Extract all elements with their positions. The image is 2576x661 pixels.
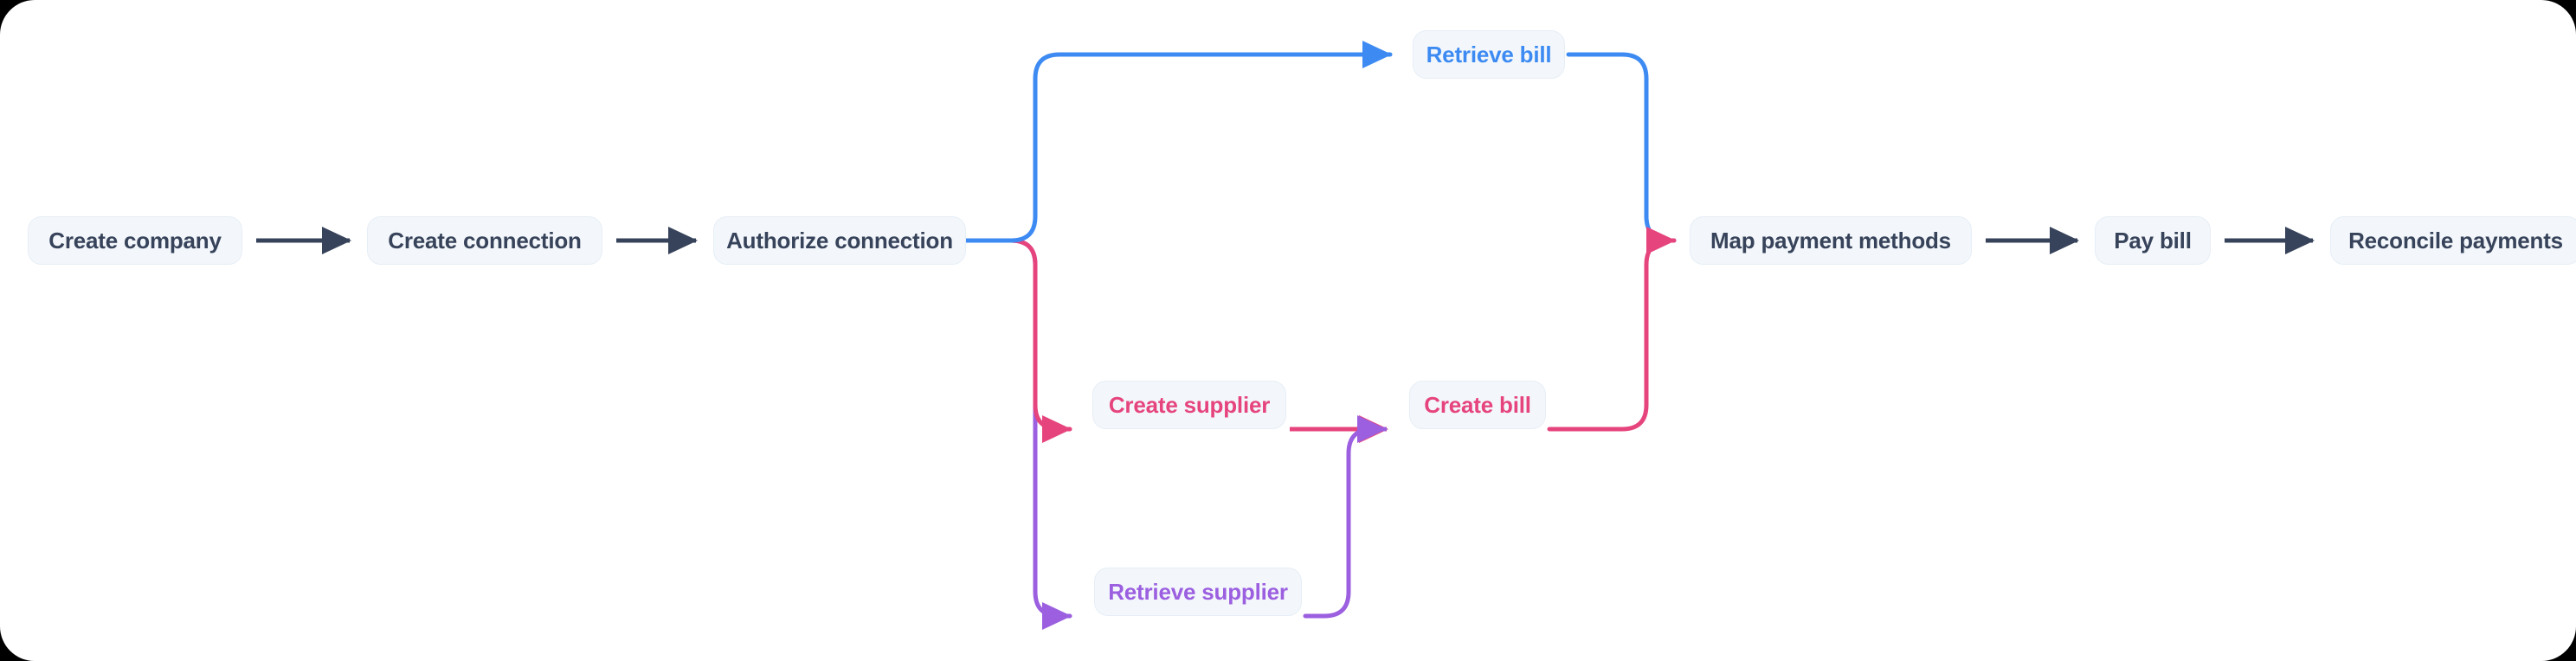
node-create-connection[interactable]: Create connection [367,216,602,265]
node-label: Map payment methods [1710,227,1951,253]
node-label: Authorize connection [726,227,953,253]
node-retrieve-bill[interactable]: Retrieve bill [1413,30,1565,79]
node-authorize-connection[interactable]: Authorize connection [713,216,966,265]
node-label: Pay bill [2114,227,2192,253]
node-retrieve-supplier[interactable]: Retrieve supplier [1094,568,1302,616]
node-label: Retrieve bill [1426,41,1552,67]
edge-retrieve-supplier-to-create-bill [1303,414,1388,619]
node-label: Create supplier [1108,391,1271,418]
node-label: Retrieve supplier [1108,578,1288,605]
node-create-supplier[interactable]: Create supplier [1092,381,1286,429]
node-map-payment-methods[interactable]: Map payment methods [1690,216,1972,265]
edge-authorize-connection-to-create-supplier [963,238,1072,443]
edge-authorize-connection-to-retrieve-supplier [963,238,1072,630]
node-pay-bill[interactable]: Pay bill [2095,216,2211,265]
node-create-bill[interactable]: Create bill [1409,381,1546,429]
node-label: Create bill [1424,391,1531,418]
edge-retrieve-bill-to-map-payment-methods [1566,52,1677,243]
edge-create-bill-to-map-payment-methods [1547,226,1677,432]
node-label: Reconcile payments [2348,227,2563,253]
node-label: Create connection [388,227,582,253]
edge-authorize-connection-to-retrieve-bill [963,40,1393,243]
node-reconcile-payments[interactable]: Reconcile payments [2330,216,2576,265]
node-create-company[interactable]: Create company [28,216,242,265]
node-label: Create company [48,227,222,253]
